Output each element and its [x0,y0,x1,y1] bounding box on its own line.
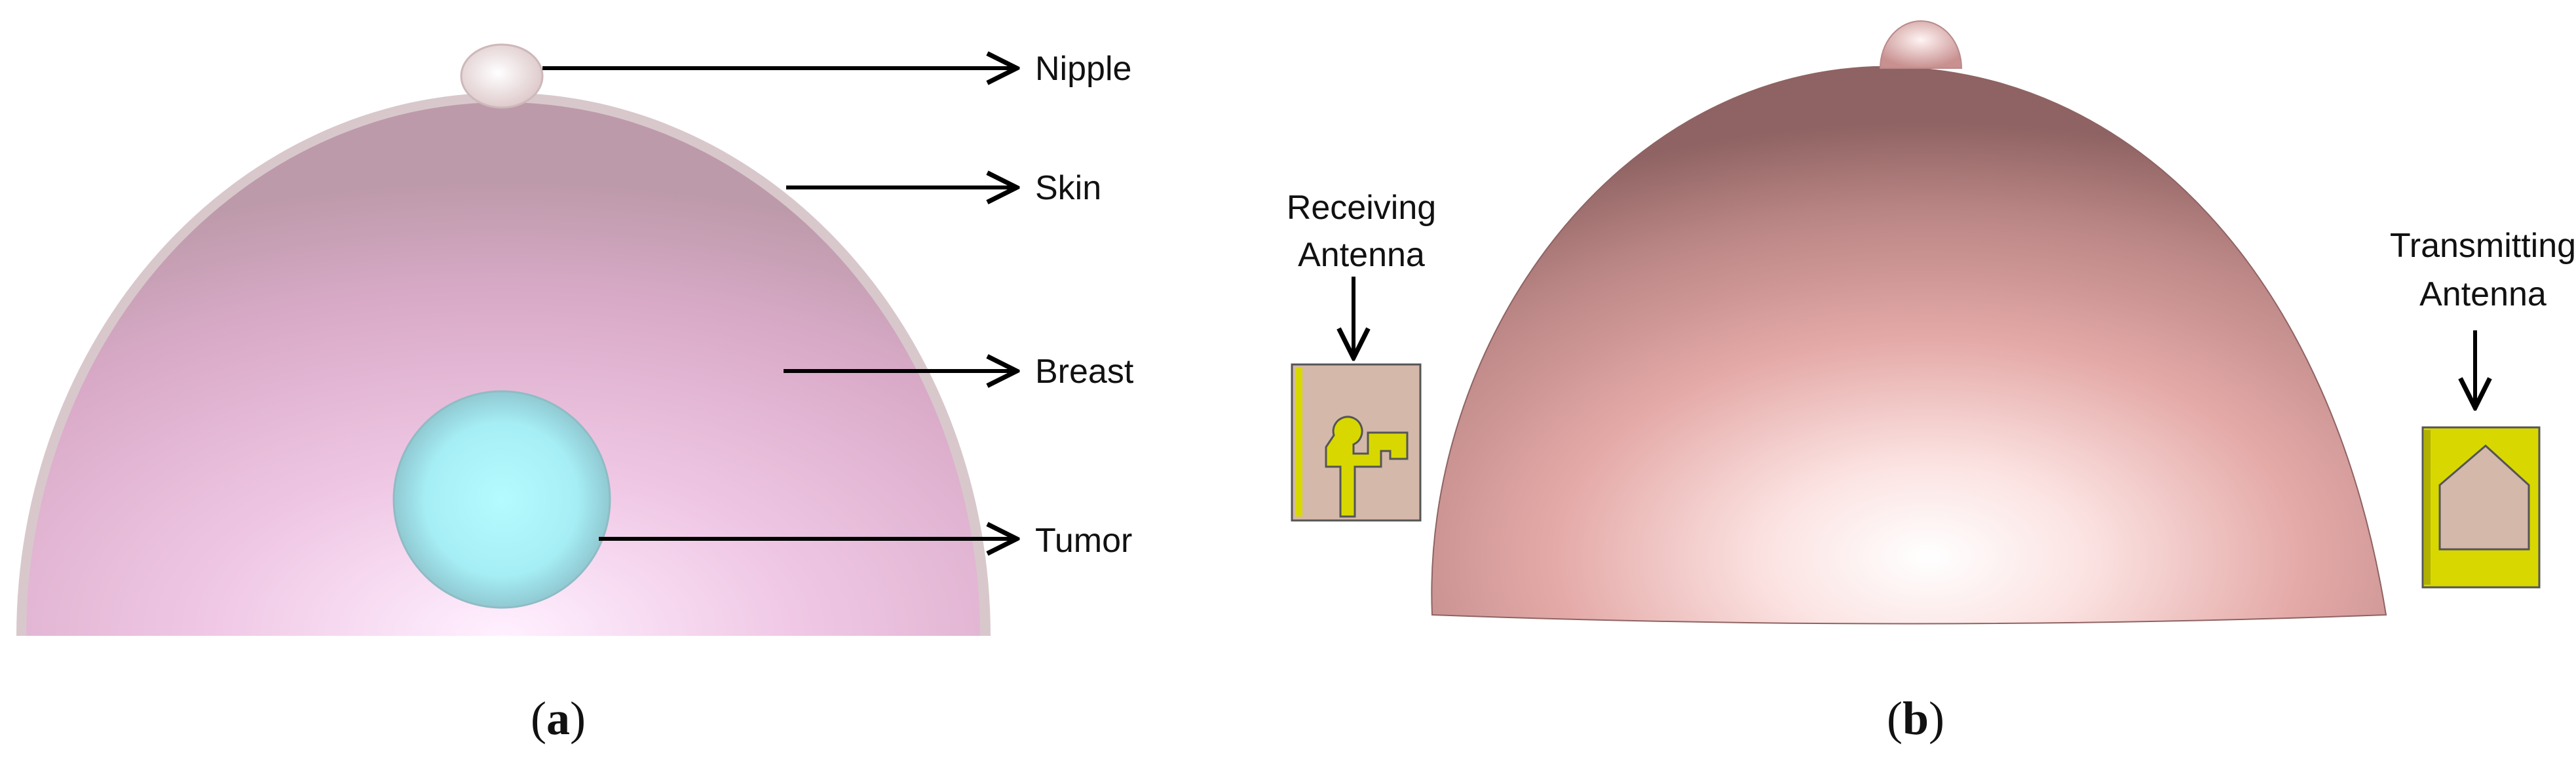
transmitting-antenna-strip [2424,430,2431,585]
receiving-label-line2: Antenna [1298,236,1425,274]
transmitting-antenna-patch [2438,444,2530,551]
caption-b: (b) [1887,692,1944,745]
nipple-label: Nipple [1035,50,1131,88]
receiving-antenna-patch [1325,416,1409,518]
receiving-antenna-ground [1296,367,1302,517]
breast-dome [1431,66,2387,625]
nipple-shape-b [1879,20,1963,69]
transmitting-antenna [2421,426,2541,589]
receiving-antenna [1291,363,1422,522]
caption-a: (a) [531,692,586,745]
skin-label: Skin [1035,169,1101,207]
breast-tissue [26,102,980,636]
tumor-sphere [392,390,611,609]
tumor-label: Tumor [1035,522,1132,560]
nipple-shape [460,43,544,109]
transmitting-label-line1: Transmitting [2390,227,2576,265]
transmitting-label-line2: Antenna [2419,275,2547,313]
receiving-label-line1: Receiving [1287,189,1436,227]
breast-label: Breast [1035,353,1134,391]
panel-b: Receiving Antenna Transmitting Antenna (… [1287,20,2576,745]
panel-a: Nipple Skin Breast Tumor (a) [16,43,1134,745]
